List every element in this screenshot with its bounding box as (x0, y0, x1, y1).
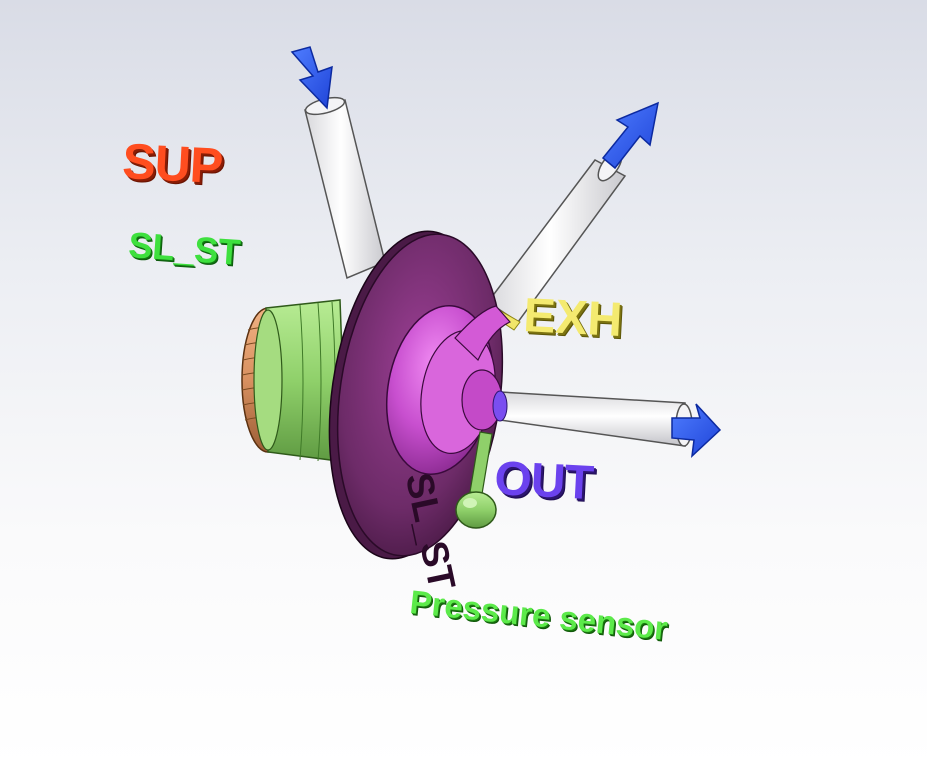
out-tube (492, 390, 693, 447)
out-flow-arrow-icon (671, 403, 722, 458)
out-label: OUT (493, 451, 595, 511)
sup-flow-arrow-icon (290, 46, 333, 110)
valve-body (385, 305, 511, 475)
threaded-connector (241, 299, 347, 463)
sl-st-label: SL_ST (127, 224, 242, 273)
exh-flow-arrow-icon (601, 101, 659, 170)
exh-label: EXH (522, 288, 624, 348)
sup-tube (304, 96, 386, 280)
pressure-sensor (455, 431, 497, 529)
sup-label: SUP (121, 132, 224, 195)
